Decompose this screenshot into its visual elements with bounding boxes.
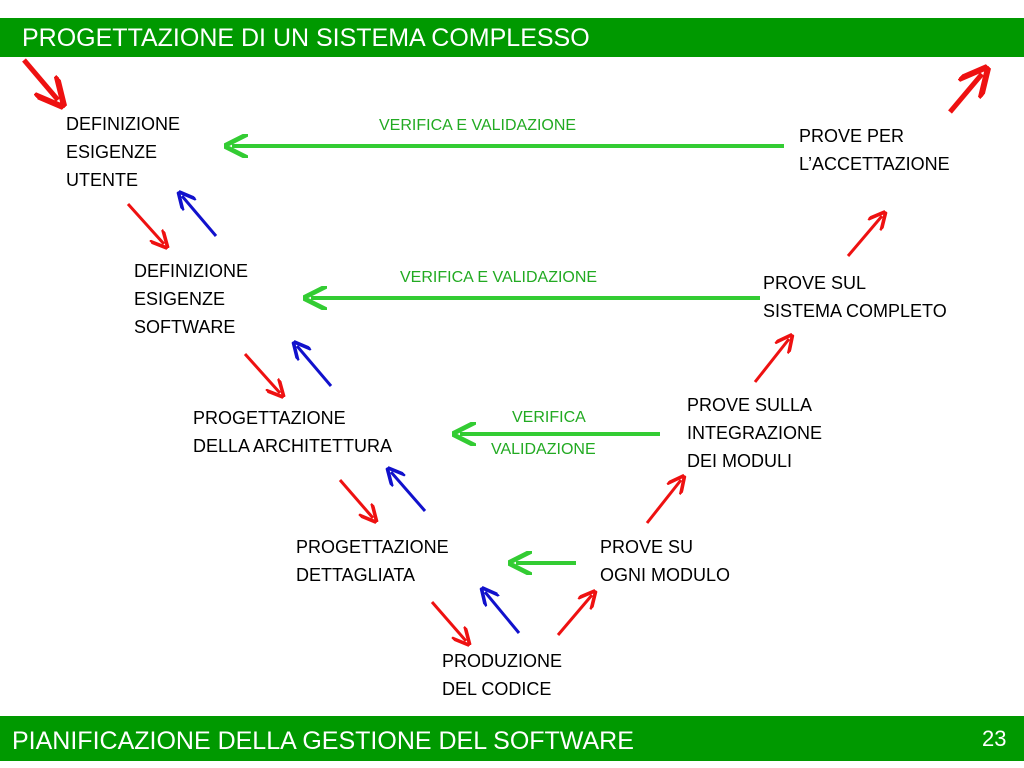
forward-arrow-1 [126,202,164,244]
exit-arrow [948,74,982,114]
verification-label-level1: VERIFICA E VALIDAZIONE [379,117,577,134]
phase-acceptance-tests: PROVE PER L’ACCETTAZIONE [799,126,950,174]
forward-arrow-2 [243,352,280,393]
phase-detailed-design: PROGETTAZIONE DETTAGLIATA [296,537,449,585]
phase-architecture-design: PROGETTAZIONE DELLA ARCHITETTURA [193,408,393,456]
page-number: 23 [982,726,1007,751]
feedback-arrow-4 [485,592,521,634]
feedback-arrow-2 [297,346,333,387]
footer-bar [0,716,1024,761]
phase-code-production: PRODUZIONE DEL CODICE [442,651,563,699]
forward-arrow-4 [430,601,466,641]
slide-title: PROGETTAZIONE DI UN SISTEMA COMPLESSO [22,24,590,52]
feedback-arrow-1 [182,196,218,237]
forward-arrow-8 [846,216,882,257]
forward-arrow-3 [338,479,373,518]
footer-title: PIANIFICAZIONE DELLA GESTIONE DEL SOFTWA… [12,727,634,755]
feedback-arrow-3 [391,472,427,512]
entry-arrow [22,58,58,100]
phase-unit-tests: PROVE SU OGNI MODULO [600,537,731,585]
forward-arrow-6 [645,480,681,524]
forward-arrow-7 [753,339,789,383]
forward-arrow-5 [556,595,592,636]
phase-software-requirements: DEFINIZIONE ESIGENZE SOFTWARE [134,261,249,337]
verification-label-level3-bottom: VALIDAZIONE [491,441,596,458]
verification-label-level3-top: VERIFICA [512,409,586,426]
phase-integration-tests: PROVE SULLA INTEGRAZIONE DEI MODULI [687,395,823,471]
verification-label-level2: VERIFICA E VALIDAZIONE [400,269,598,286]
phase-system-tests: PROVE SUL SISTEMA COMPLETO [763,273,947,321]
phase-user-requirements: DEFINIZIONE ESIGENZE UTENTE [66,114,181,190]
header-bar [0,18,1024,57]
